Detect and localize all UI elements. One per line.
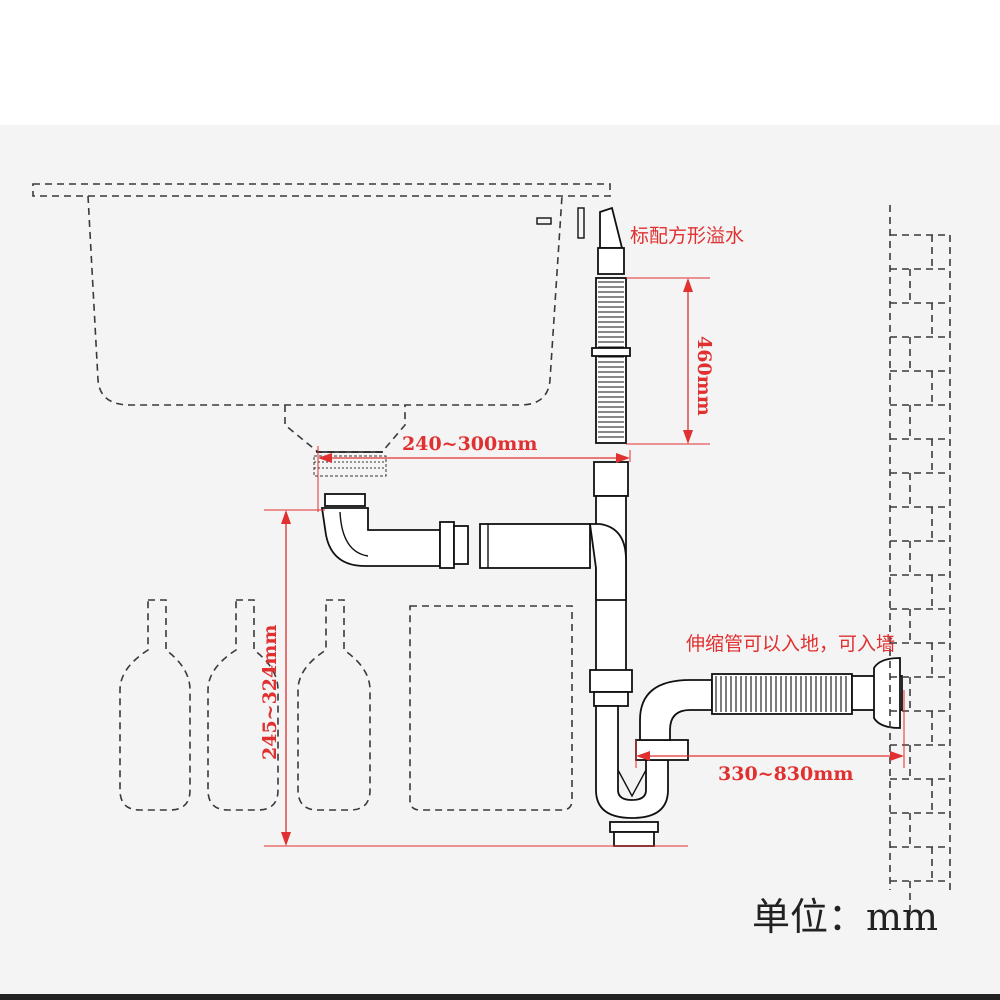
bottle-3 <box>297 599 371 811</box>
bottle-2 <box>207 599 279 811</box>
overflow-label: 标配方形溢水 <box>630 225 744 247</box>
overflow-assembly <box>591 206 631 444</box>
flexible-pipe-label: 伸缩管可以入地，可入墙 <box>686 633 895 655</box>
dimension-wall-distance: 330~830mm <box>635 690 905 785</box>
p-trap <box>595 679 713 847</box>
cabinet-items <box>119 599 573 811</box>
dimension-trap-height: 245~324mm <box>259 509 688 847</box>
overflow-flex-hose <box>595 277 627 444</box>
drain-offset-label: 240~300mm <box>402 433 537 455</box>
sink-basin <box>32 183 611 477</box>
unit-label: 单位：mm <box>752 895 938 939</box>
bottom-bar <box>0 994 1000 1000</box>
dimension-overflow-height: 460mm <box>626 277 715 445</box>
horizontal-connector-pipe <box>479 523 591 569</box>
trap-height-label: 245~324mm <box>259 625 281 760</box>
brick-wall <box>889 205 951 915</box>
dimension-drain-offset: 240~300mm <box>317 433 631 512</box>
drain-tail-elbow <box>320 493 469 569</box>
box <box>409 605 573 811</box>
flexible-extension-pipe <box>711 657 903 729</box>
overflow-height-label: 460mm <box>693 336 715 416</box>
wall-distance-label: 330~830mm <box>718 763 853 785</box>
main-vertical-pipe <box>588 461 633 707</box>
bottle-1 <box>119 599 191 811</box>
strainer-basket <box>313 455 387 477</box>
